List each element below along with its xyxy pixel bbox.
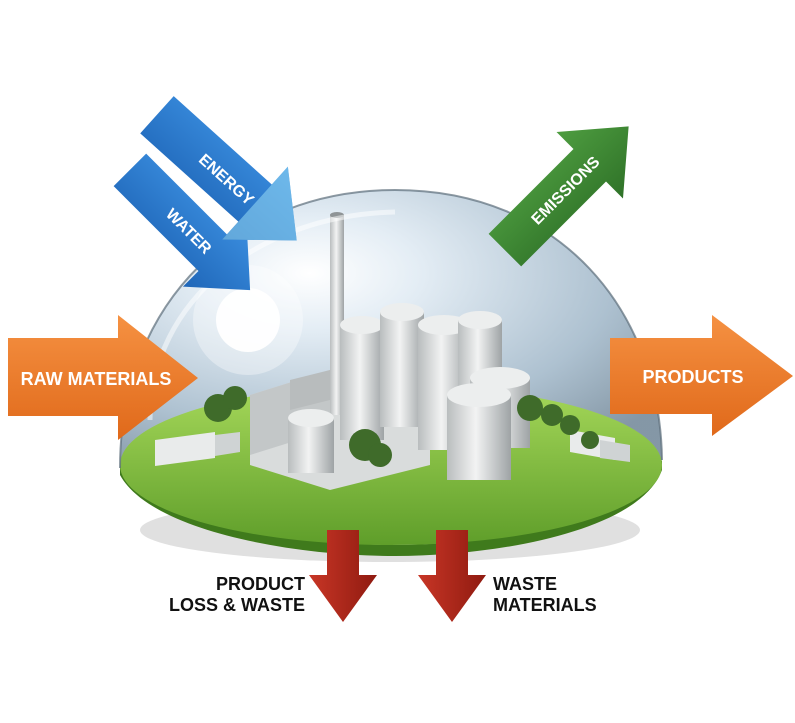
waste-materials-arrow [418,530,486,622]
waste-materials-label-line1: WASTE [493,574,557,594]
products-label: PRODUCTS [642,367,743,387]
truck-left [155,432,215,466]
trees [204,386,599,467]
product-loss-label-line1: PRODUCT [216,574,305,594]
product-loss-arrow [309,530,377,622]
energy-arrow: ENERGY [140,96,297,241]
product-loss-label-line2: LOSS & WASTE [169,595,305,615]
waste-materials-label-line2: MATERIALS [493,595,597,615]
raw-materials-label: RAW MATERIALS [21,369,172,389]
factory [155,212,630,490]
raw-materials-arrow: RAW MATERIALS [8,315,198,440]
products-arrow: PRODUCTS [610,315,793,436]
sun-glare [216,288,280,352]
